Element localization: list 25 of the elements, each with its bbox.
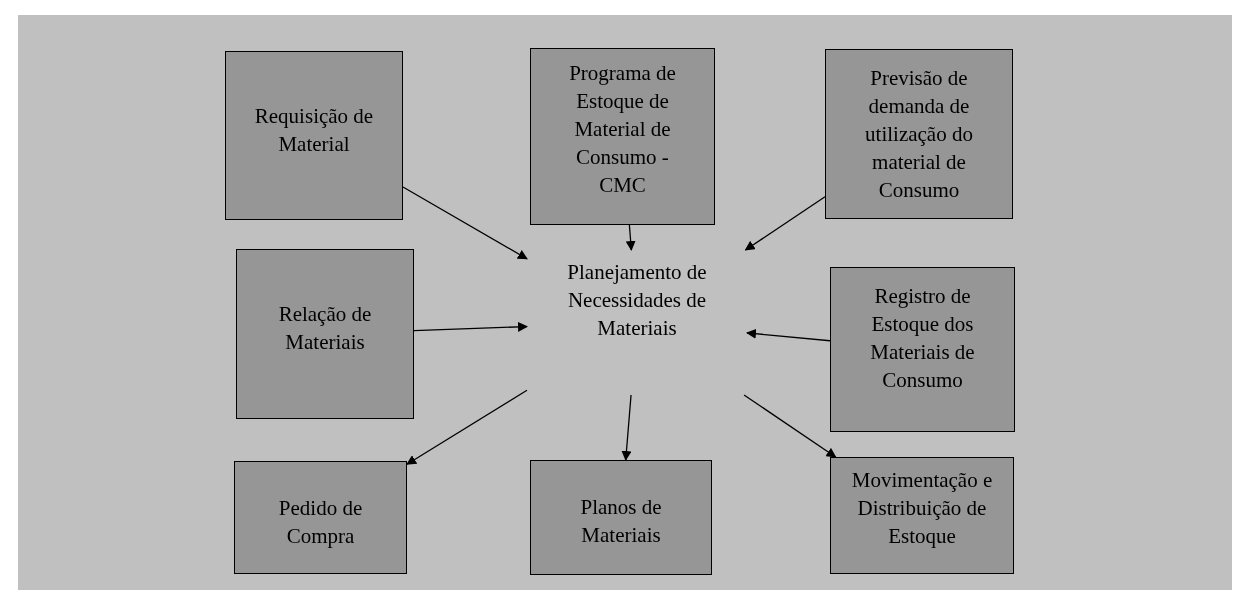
process-box xyxy=(830,267,1015,432)
process-box xyxy=(225,51,403,220)
arrow xyxy=(744,196,826,251)
box-text: Relação de Materiais xyxy=(277,301,373,356)
box-text: Registro de Estoque dos Materiais de Consumo xyxy=(869,283,976,394)
arrow xyxy=(621,394,632,461)
process-box xyxy=(530,460,712,575)
process-box xyxy=(234,461,407,574)
process-box xyxy=(236,249,414,419)
box-text: Movimentação e Distribuição de Estoque xyxy=(850,467,994,550)
box-text: Previsão de demanda de utilização do material de Consumo xyxy=(864,65,974,204)
box-text: Planos de Materiais xyxy=(579,494,663,549)
process-box xyxy=(530,48,715,225)
arrow xyxy=(406,389,528,465)
box-text: Pedido de Compra xyxy=(277,495,364,550)
arrow xyxy=(746,328,831,342)
arrow xyxy=(402,186,528,260)
process-box xyxy=(825,49,1013,219)
arrow xyxy=(625,224,636,251)
box-text: Planejamento de Necessidades de Materiais xyxy=(566,259,708,342)
box-text: Requisição de Material xyxy=(253,103,375,158)
arrow xyxy=(743,394,837,458)
process-box xyxy=(830,457,1014,574)
box-text: Programa de Estoque de Material de Consumo - CMC xyxy=(568,60,677,199)
arrow xyxy=(413,321,528,332)
